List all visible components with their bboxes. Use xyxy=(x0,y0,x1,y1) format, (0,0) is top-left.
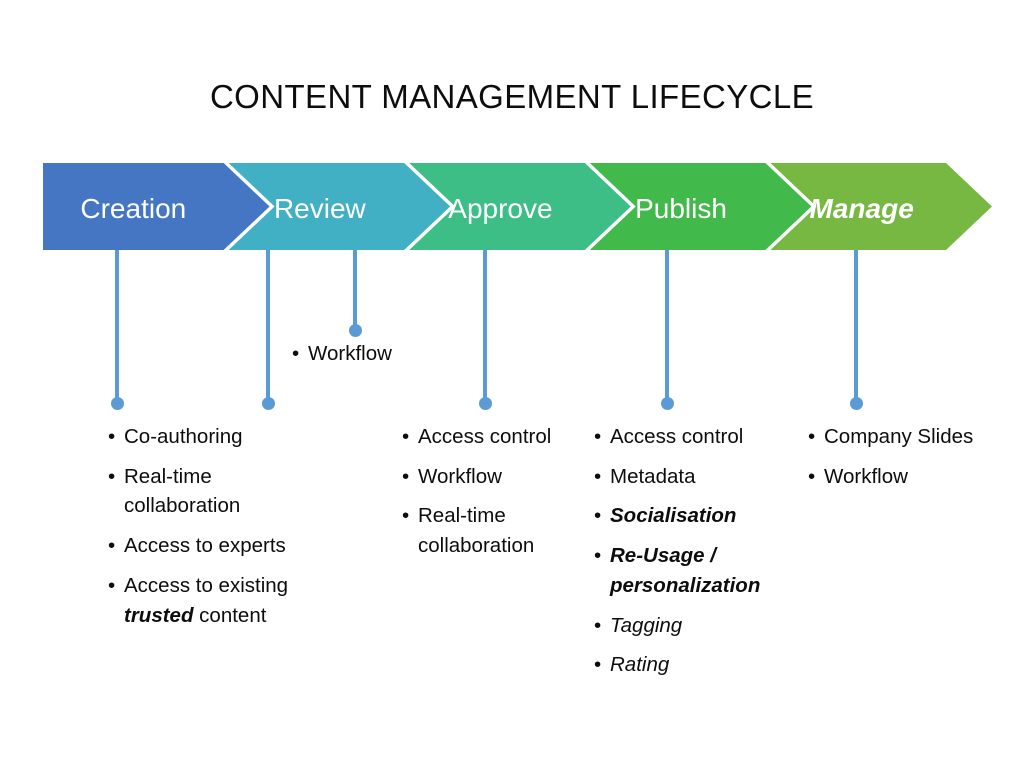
connector-line xyxy=(483,250,487,403)
bullet-text-run: trusted xyxy=(124,603,194,627)
bullet-text: Real-time collaboration xyxy=(418,501,587,560)
bullet-marker-icon: • xyxy=(594,425,602,448)
bullet-marker-icon: • xyxy=(402,464,410,488)
bullet-item: • Metadata xyxy=(594,462,789,492)
bullet-item: • Workflow xyxy=(292,339,452,369)
bullet-text-run: Real-time collaboration xyxy=(418,504,535,558)
bullet-item: • Access to experts xyxy=(108,531,323,561)
bullet-marker-icon: • xyxy=(594,613,602,637)
bullet-text: Real-time collaboration xyxy=(124,462,323,521)
stage-label-approve[interactable]: Approve xyxy=(448,193,553,224)
page-title: CONTENT MANAGEMENT LIFECYCLE xyxy=(209,78,815,115)
connector-line xyxy=(665,250,669,403)
bullet-text-run: Re-Usage / personalization xyxy=(610,544,761,597)
bullet-item: • Re-Usage / personalization xyxy=(594,541,789,600)
bullet-marker-icon: • xyxy=(108,573,116,597)
bullet-item: • Access to existing trusted content xyxy=(108,571,323,630)
bullet-marker-icon: • xyxy=(594,504,602,528)
connector-dot xyxy=(478,396,492,410)
bullet-text-run: Access control xyxy=(418,425,552,448)
bullet-text-run: Real-time collaboration xyxy=(124,464,241,518)
bullet-text: Rating xyxy=(610,650,789,680)
bullet-text: Re-Usage / personalization xyxy=(610,541,789,600)
stage-label-publish[interactable]: Publish xyxy=(635,193,727,224)
bullet-item: • Company Slides xyxy=(808,422,1008,452)
bullet-text: Access to existing trusted content xyxy=(124,571,323,630)
bullet-text: Access control xyxy=(610,422,789,452)
bullet-text-run: Rating xyxy=(610,653,670,677)
connector-dot xyxy=(348,323,362,337)
bullet-column-creation: • Co-authoring • Real-time collaboration • Ac… xyxy=(108,422,323,640)
bullet-marker-icon: • xyxy=(108,534,116,558)
bullet-text: Workflow xyxy=(308,339,452,369)
bullet-text: Workflow xyxy=(418,462,587,492)
bullet-text-run: Tagging xyxy=(610,613,683,637)
bullet-marker-icon: • xyxy=(108,425,116,448)
bullet-text-run: Socialisation xyxy=(610,504,737,528)
bullet-text-run: Workflow xyxy=(418,464,502,488)
bullet-text-run: Access control xyxy=(610,425,744,448)
bullet-text: Access to experts xyxy=(124,531,323,561)
bullet-item: • Access control xyxy=(402,422,587,452)
bullet-item: • Real-time collaboration xyxy=(402,501,587,560)
bullet-item: • Tagging xyxy=(594,611,789,641)
connector-dot xyxy=(261,396,275,410)
bullet-marker-icon: • xyxy=(108,464,116,488)
bullet-text: Tagging xyxy=(610,611,789,641)
bullet-column-manage: • Company Slides • Workflow xyxy=(808,422,1008,501)
connector-line xyxy=(266,250,270,403)
connector-dot xyxy=(849,396,863,410)
bullet-marker-icon: • xyxy=(402,425,410,448)
bullet-text: Metadata xyxy=(610,462,789,492)
bullet-column-review: • Workflow xyxy=(292,339,452,379)
bullet-text-run: Company Slides xyxy=(824,425,974,448)
bullet-text: Access control xyxy=(418,422,587,452)
connector-line xyxy=(115,250,119,403)
bullet-item: • Workflow xyxy=(808,462,1008,492)
connector-dot xyxy=(110,396,124,410)
bullet-column-approve: • Access control • Workflow • Real-time colla… xyxy=(402,422,587,571)
bullet-item: • Rating xyxy=(594,650,789,680)
bullet-text-run: Access to experts xyxy=(124,534,286,558)
bullet-text-run: Workflow xyxy=(308,342,392,365)
bullet-marker-icon: • xyxy=(594,653,602,677)
connector-line xyxy=(353,250,357,330)
bullet-marker-icon: • xyxy=(594,464,602,488)
bullet-text-run: Workflow xyxy=(824,464,908,488)
bullet-text: Workflow xyxy=(824,462,1008,492)
bullet-text-run: Co-authoring xyxy=(124,425,243,448)
bullet-item: • Access control xyxy=(594,422,789,452)
bullet-column-publish: • Access control • Metadata • Socialisation • R… xyxy=(594,422,789,690)
bullet-text: Socialisation xyxy=(610,501,789,531)
bullet-marker-icon: • xyxy=(402,504,410,528)
bullet-item: • Real-time collaboration xyxy=(108,462,323,521)
bullet-text: Company Slides xyxy=(824,422,1008,452)
connector-dot xyxy=(660,396,674,410)
bullet-marker-icon: • xyxy=(292,342,300,365)
bullet-text-run: content xyxy=(193,603,267,627)
bullet-item: • Co-authoring xyxy=(108,422,323,452)
stage-label-creation[interactable]: Creation xyxy=(80,193,187,224)
connector-line xyxy=(854,250,858,403)
bullet-item: • Workflow xyxy=(402,462,587,492)
bullet-text-run: Access to existing xyxy=(124,573,289,597)
stage-label-review[interactable]: Review xyxy=(273,193,366,224)
bullet-item: • Socialisation xyxy=(594,501,789,531)
stage-label-manage[interactable]: Manage xyxy=(809,193,914,224)
bullet-text: Co-authoring xyxy=(124,422,323,452)
bullet-marker-icon: • xyxy=(808,425,816,448)
bullet-marker-icon: • xyxy=(594,544,602,568)
bullet-marker-icon: • xyxy=(808,464,816,488)
bullet-text-run: Metadata xyxy=(610,464,696,488)
